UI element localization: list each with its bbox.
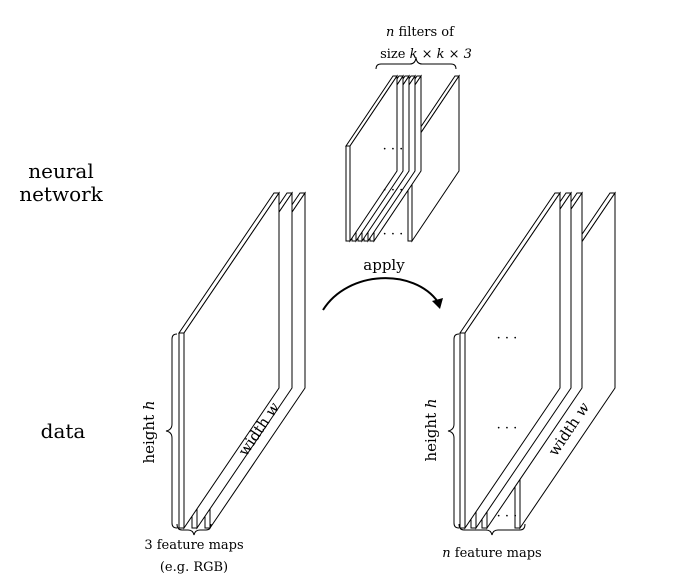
filter-ellipsis-mid: · · · (383, 183, 404, 198)
output-ellipsis-mid: · · · (497, 421, 518, 436)
filters-caption: n filters of (386, 25, 455, 40)
curved-arrow-icon (322, 277, 439, 311)
filter-stack: · · · · · · · · · (345, 74, 460, 243)
apply-label: apply (363, 256, 405, 274)
output-side-2 (459, 332, 466, 529)
output-ellipsis-bottom: · · · (497, 509, 518, 524)
filters-size-caption: size k × k × 3 (380, 47, 472, 62)
input-maps-subcaption: (e.g. RGB) (160, 560, 228, 575)
input-volume (178, 191, 306, 530)
network-label: network (19, 182, 103, 206)
filter-ellipsis-top: · · · (383, 142, 404, 157)
output-depth-brace (458, 523, 526, 536)
input-height-brace (165, 333, 178, 529)
filter-ellipsis-bottom: · · · (383, 227, 404, 242)
arrow-head-icon (432, 298, 443, 309)
filter-face-back (411, 74, 460, 243)
input-height-label: height h (140, 400, 158, 463)
output-maps-caption: n feature maps (442, 546, 541, 561)
input-maps-caption: 3 feature maps (144, 538, 243, 553)
filters-brace (375, 57, 457, 70)
filter-face-1 (349, 74, 398, 243)
output-height-brace (447, 333, 460, 529)
output-volume: · · · · · · · · · (459, 191, 616, 530)
output-face-2 (464, 191, 561, 530)
data-label: data (41, 419, 86, 443)
filter-side-1 (345, 145, 351, 242)
input-depth-brace (176, 523, 212, 536)
input-side-1 (178, 332, 185, 529)
input-face-1 (183, 191, 280, 530)
output-height-label: height h (422, 398, 440, 461)
neural-label: neural (28, 159, 93, 183)
output-ellipsis-top: · · · (497, 331, 518, 346)
